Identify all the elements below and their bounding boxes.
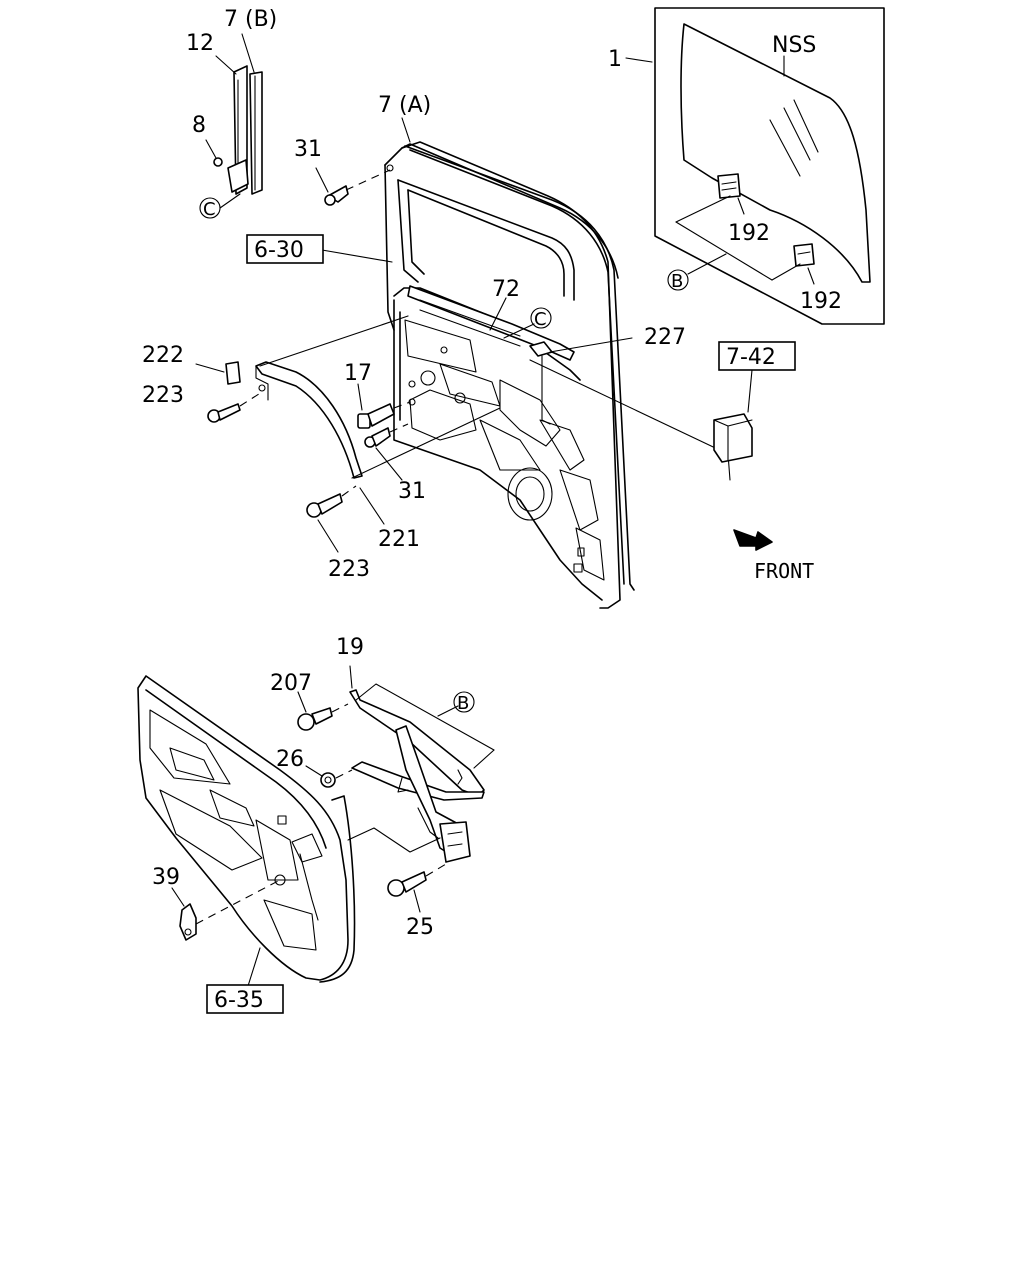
callout-222: 222	[142, 343, 184, 368]
ref-circle-c-left: C	[199, 197, 221, 220]
bolt-17	[357, 403, 395, 429]
callout-12: 12	[186, 31, 214, 56]
door-glass-assembly	[654, 7, 885, 325]
ref-box-6-35: 6-35	[206, 984, 284, 1014]
callout-8: 8	[192, 113, 206, 138]
callout-1: 1	[608, 47, 622, 72]
callout-192-b: 192	[800, 289, 842, 314]
door-panel	[384, 141, 635, 609]
bolt-207	[297, 707, 333, 731]
callout-192-a: 192	[728, 221, 770, 246]
svg-text:7-42: 7-42	[726, 345, 776, 370]
svg-text:C: C	[534, 309, 547, 330]
callout-19: 19	[336, 635, 364, 660]
svg-text:6-30: 6-30	[254, 238, 304, 263]
ref-circle-c-door: C	[530, 307, 552, 330]
arrow-icon	[733, 529, 773, 551]
callout-223-top: 223	[142, 383, 184, 408]
callout-17: 17	[344, 361, 372, 386]
svg-text:B: B	[671, 271, 683, 292]
callout-7b: 7 (B)	[224, 7, 277, 32]
window-regulator-19	[349, 689, 485, 863]
callout-25: 25	[406, 915, 434, 940]
glass-run-channel-assembly	[213, 65, 263, 195]
callout-207: 207	[270, 671, 312, 696]
callout-221: 221	[378, 527, 420, 552]
door-trim-panel	[137, 675, 356, 983]
nut-26	[320, 772, 336, 788]
callout-39: 39	[152, 865, 180, 890]
clip-31-mid	[364, 427, 391, 448]
callout-nss: NSS	[772, 33, 816, 58]
clip-222	[225, 361, 241, 385]
clip-39	[179, 903, 197, 941]
screw-223-bottom	[306, 493, 343, 518]
screw-223-top	[207, 403, 241, 423]
callout-31-top: 31	[294, 137, 322, 162]
ref-circle-b-glass: B	[667, 269, 689, 292]
front-label: FRONT	[754, 559, 814, 583]
ref-box-6-30: 6-30	[246, 234, 324, 264]
inner-moulding-221	[255, 361, 363, 479]
window-switch	[713, 413, 753, 463]
callout-26: 26	[276, 747, 304, 772]
callout-227: 227	[644, 325, 686, 350]
svg-text:B: B	[457, 693, 469, 714]
svg-text:C: C	[203, 199, 216, 220]
callout-223-bottom: 223	[328, 557, 370, 582]
callout-72: 72	[492, 277, 520, 302]
ref-circle-b-regulator: B	[453, 691, 475, 714]
callout-31-mid: 31	[398, 479, 426, 504]
bolt-25	[387, 871, 427, 897]
svg-text:6-35: 6-35	[214, 988, 264, 1013]
callout-7a: 7 (A)	[378, 93, 431, 118]
ref-box-7-42: 7-42	[718, 341, 796, 371]
